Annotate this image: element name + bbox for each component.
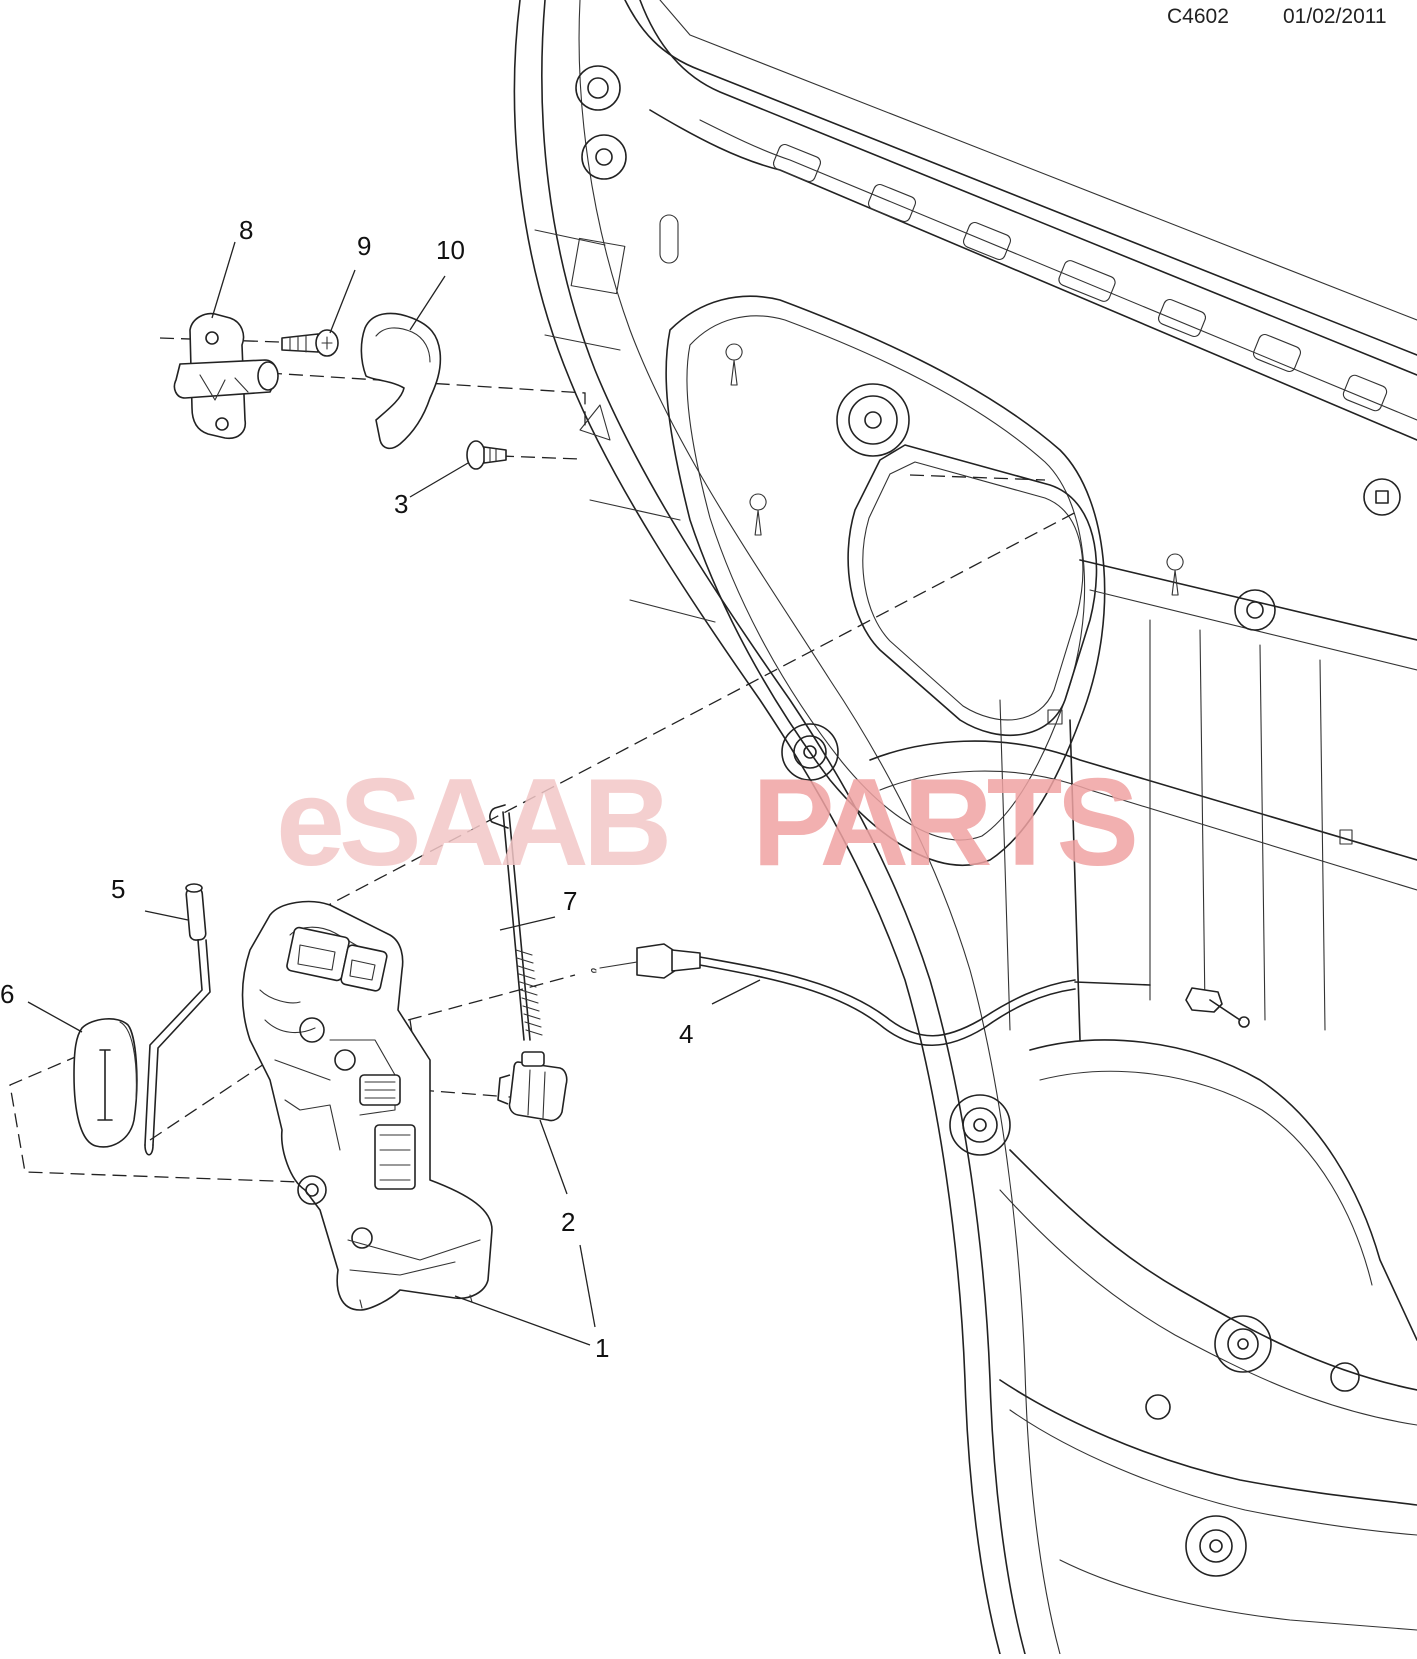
callout-8: 8 [239, 215, 253, 245]
part-8-striker [173, 312, 279, 440]
callout-3: 3 [394, 489, 408, 519]
callout-10: 10 [436, 235, 465, 265]
part-2-switch [497, 1051, 568, 1122]
callout-2: 2 [561, 1207, 575, 1237]
watermark: eSAAB PARTS [276, 754, 1140, 892]
part-4-cable [590, 943, 1250, 1046]
diagram-code: C4602 [1167, 5, 1229, 28]
callout-9: 9 [357, 231, 371, 261]
door-inner-panel [513, 0, 1417, 1655]
diagram-date: 01/02/2011 [1283, 5, 1387, 28]
part-1-lock-actuator [241, 900, 493, 1311]
panel-grommets [575, 65, 1401, 1577]
leader-lines [27, 241, 761, 1346]
callout-1: 1 [595, 1333, 609, 1363]
callout-7: 7 [563, 886, 577, 916]
part-3-bolt [466, 440, 507, 470]
part-10-gasket [360, 312, 442, 450]
callout-5: 5 [111, 874, 125, 904]
part-5-rod [144, 883, 211, 1156]
callout-6: 6 [0, 979, 14, 1009]
part-6-plug [73, 1018, 138, 1148]
part-7-rod [489, 804, 543, 1041]
watermark-suffix: PARTS [752, 754, 1134, 892]
part-9-screw [281, 329, 339, 357]
callout-4: 4 [679, 1019, 693, 1049]
watermark-prefix: eSAAB [276, 754, 667, 892]
